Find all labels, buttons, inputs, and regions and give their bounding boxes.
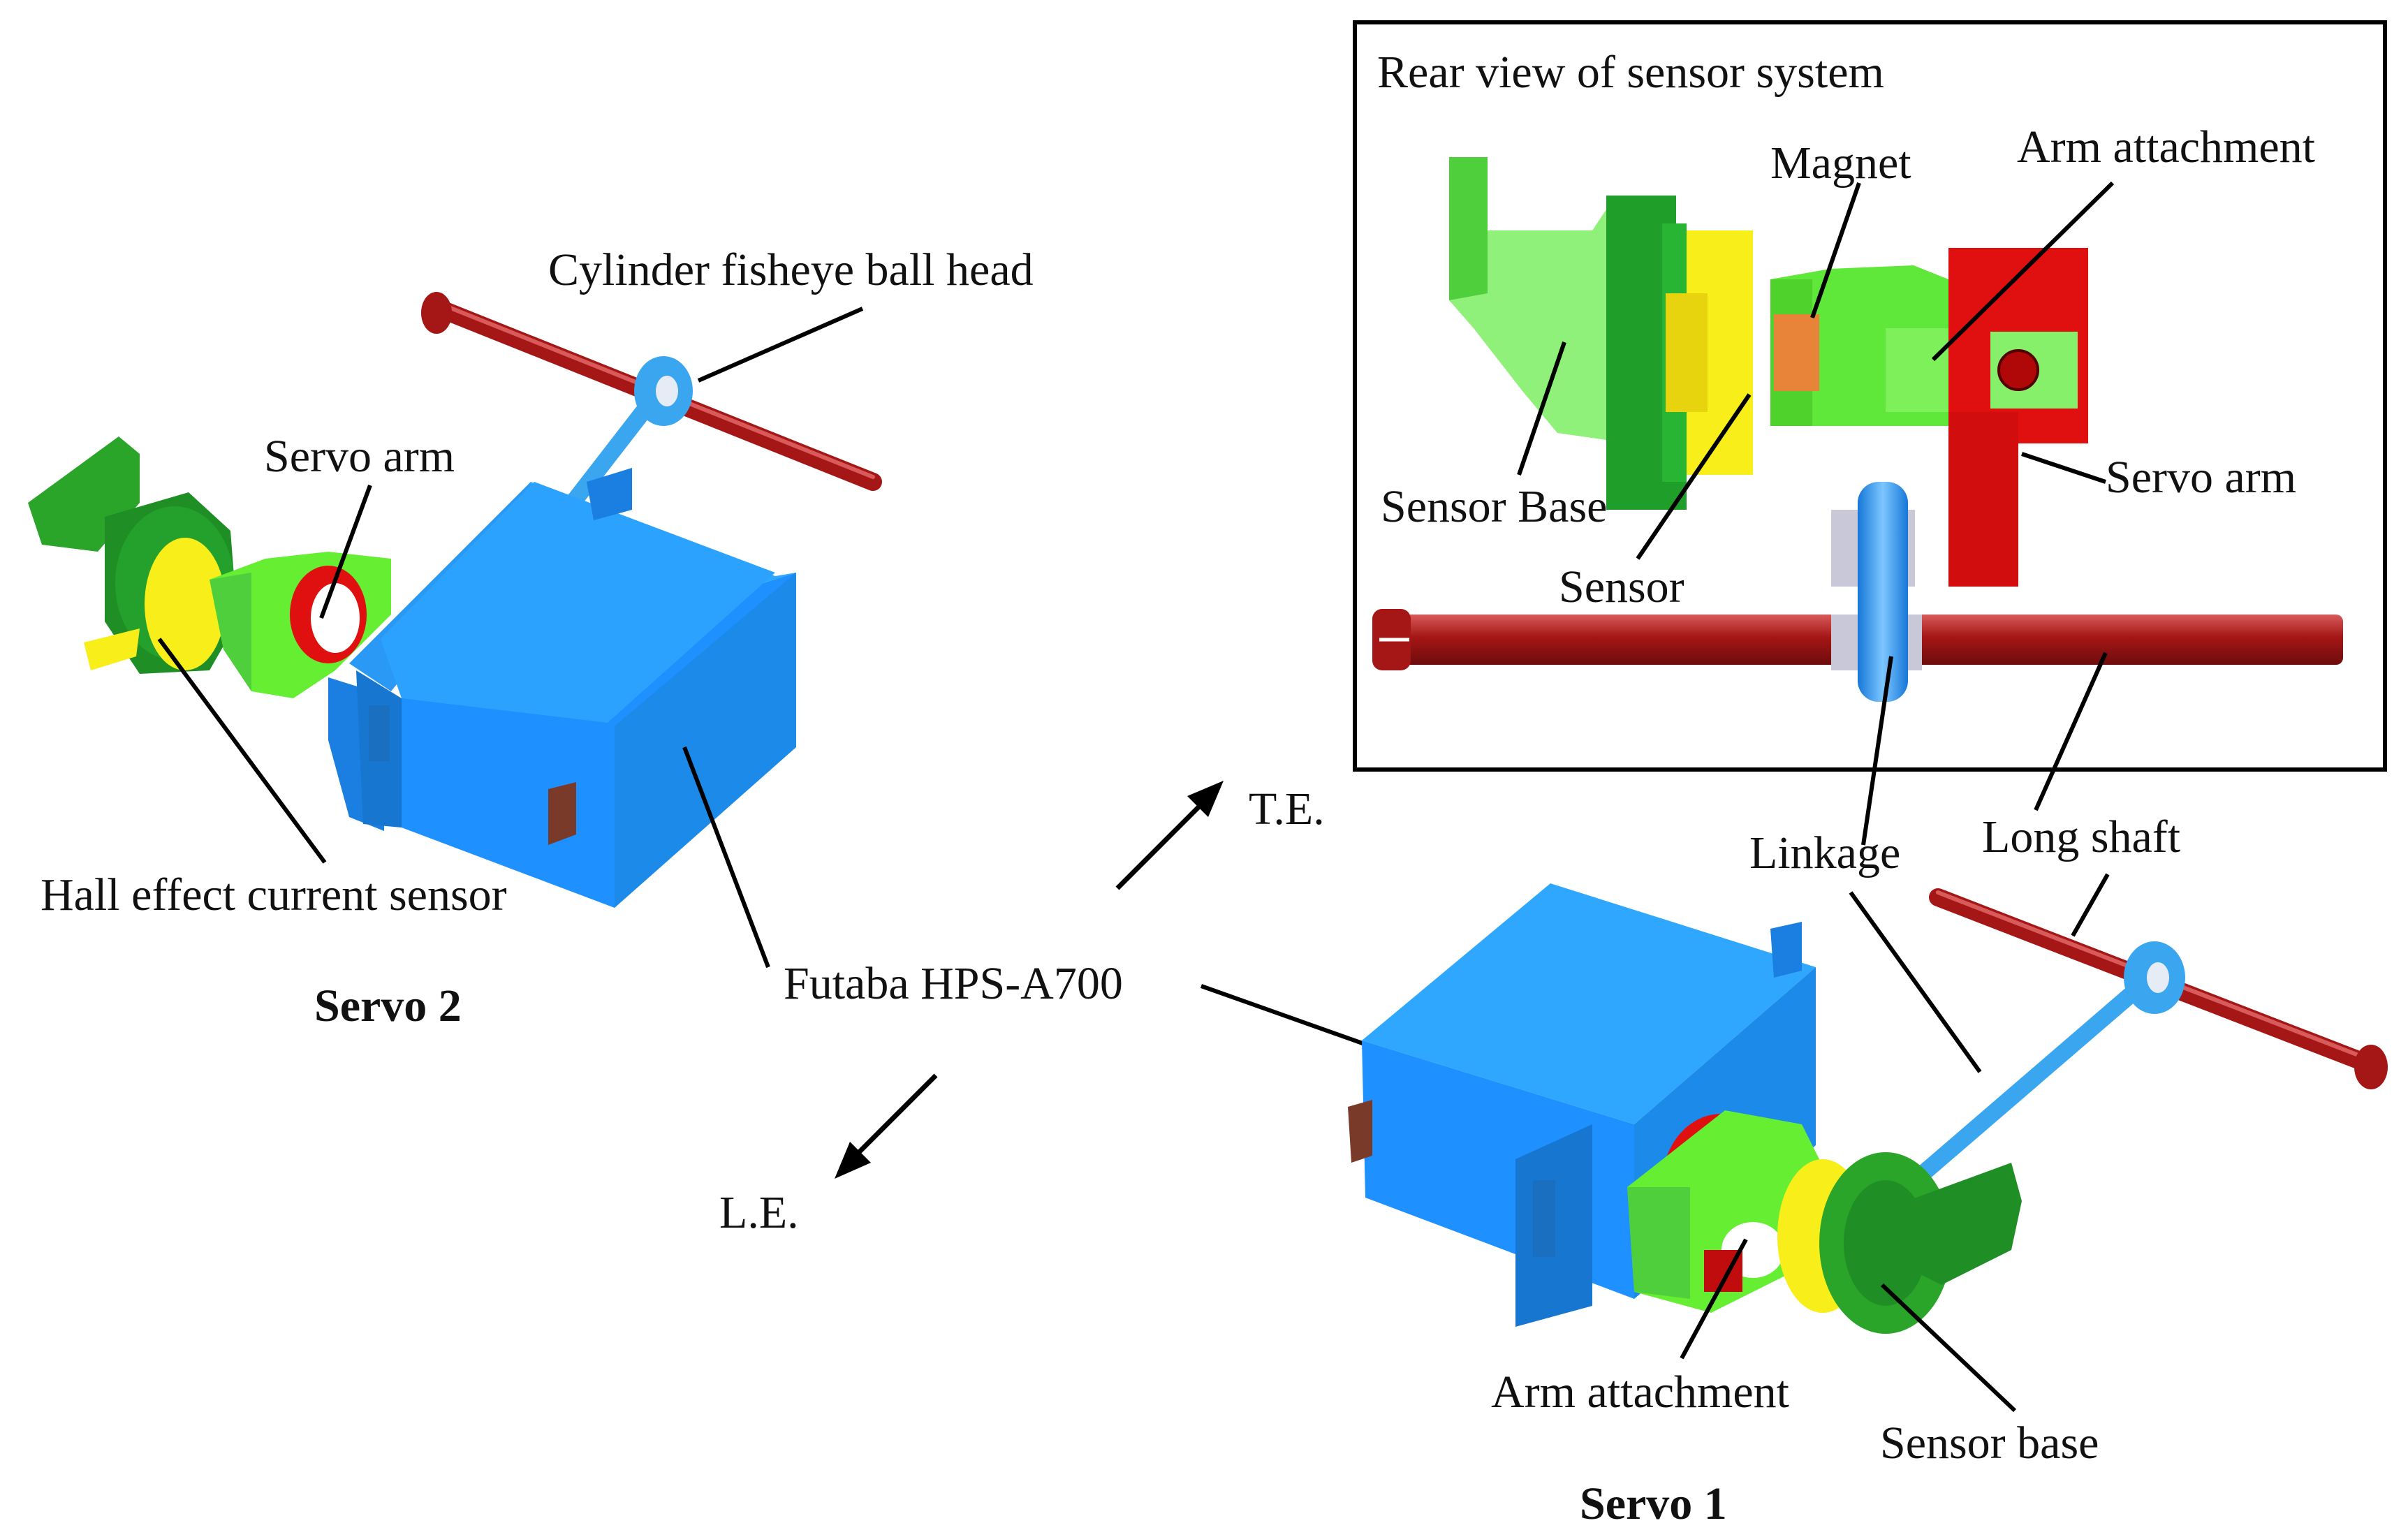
servo1-label-arm-attachment: Arm attachment [1491, 1367, 1789, 1418]
arrow-le-head [835, 1142, 871, 1179]
leader-servo-arm-2 [319, 484, 372, 619]
leader-sensor [1636, 393, 1752, 560]
leader-arm-attachment-1 [1680, 1238, 1748, 1360]
servo1-linkage [1895, 966, 2163, 1199]
servo1-label-long-shaft: Long shaft [1982, 811, 2180, 862]
leader-servo-arm-inset [2021, 452, 2106, 484]
leader-long-shaft-inset [2034, 652, 2108, 811]
inset-label-sensor-base: Sensor Base [1381, 481, 1607, 532]
inset-panel: Rear view of sensor system [1353, 20, 2387, 846]
servo2-title: Servo 2 [314, 980, 462, 1031]
label-servo-model: Futaba HPS-A700 [784, 958, 1123, 1009]
leader-magnet [1810, 182, 1861, 318]
inset-label-servo-arm: Servo arm [2106, 452, 2296, 503]
inset-sensor-base [1449, 157, 1687, 510]
arrow-le-shaft [846, 1073, 938, 1165]
arrow-te-shaft [1115, 794, 1212, 890]
servo2-hall-sensor [84, 538, 226, 670]
center-annotations: Futaba HPS-A700 T.E. L.E. [682, 746, 1405, 1238]
servo1-sensor-base [1819, 1152, 2022, 1334]
leader-arm-attachment [1931, 181, 2115, 362]
servo2-arm-attachment [210, 552, 391, 698]
servo1-label-linkage: Linkage [1749, 827, 1900, 878]
leader-sensor-base [1517, 341, 1566, 476]
label-te: T.E. [1249, 784, 1325, 834]
label-le: L.E. [719, 1187, 799, 1238]
servo2-label-servo-arm: Servo arm [264, 431, 455, 482]
leader-linkage-inset [1861, 656, 1893, 846]
servo1-assembly: Linkage Long shaft Arm attachment Sensor… [1348, 811, 2388, 1529]
leader-long-shaft [2071, 873, 2110, 937]
leader-servo-model-to-servo2 [682, 746, 770, 969]
arrow-te-head [1187, 781, 1224, 817]
inset-magnet [1774, 314, 1819, 391]
inset-sensor [1666, 230, 1753, 475]
servo2-label-hall-sensor: Hall effect current sensor [41, 869, 507, 920]
inset-linkage [1831, 482, 1922, 702]
leader-ball-head [697, 307, 864, 383]
inset-title: Rear view of sensor system [1377, 47, 1884, 98]
servo2-body [328, 468, 796, 908]
leader-sensor-base-1 [1880, 1283, 2017, 1413]
servo2-label-ball-head: Cylinder fisheye ball head [548, 244, 1034, 295]
servo2-assembly: Cylinder fisheye ball head Servo arm Hal… [28, 244, 1034, 1031]
inset-label-arm-attachment: Arm attachment [2017, 122, 2315, 172]
servo1-label-sensor-base: Sensor base [1880, 1418, 2099, 1469]
inset-label-sensor: Sensor [1559, 561, 1684, 612]
inset-label-magnet: Magnet [1770, 138, 1911, 189]
leader-linkage [1849, 891, 1982, 1073]
servo1-title: Servo 1 [1580, 1478, 1727, 1529]
inset-servo-arm [1948, 248, 2088, 587]
leader-hall-sensor [157, 638, 327, 864]
